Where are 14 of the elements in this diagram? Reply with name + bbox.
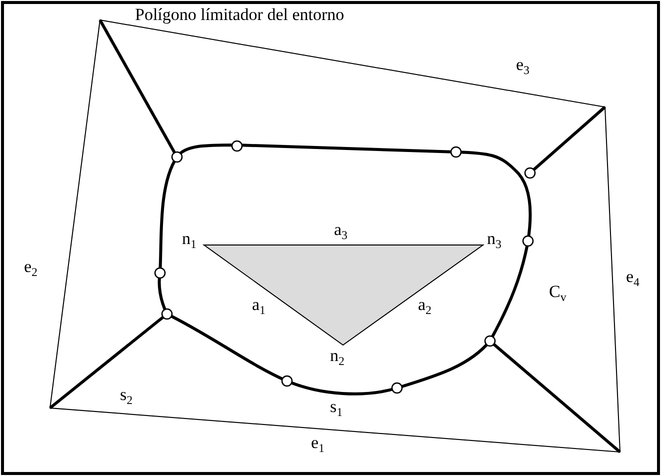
polygon-side-name: e$_{2}$ <box>24 258 38 280</box>
segment-label: s$_{2}$ <box>120 386 133 408</box>
vertex-label: n$_{2}$ <box>330 347 344 368</box>
segment-label: s$_{1}$ <box>330 398 343 420</box>
polygon-caption: Polígono límitador del entorno <box>135 6 344 23</box>
polygon-side-name: e$_{3}$ <box>516 56 530 78</box>
side-label: a$_{1}$ <box>252 296 266 318</box>
side-label: a$_{3}$ <box>334 221 348 242</box>
polygon-side-name: e$_{1}$ <box>311 434 324 456</box>
vertex-label: n$_{1}$ <box>182 230 196 252</box>
polygon-side-name: e$_{4}$ <box>626 268 640 290</box>
vertex-label: n$_{3}$ <box>487 230 502 252</box>
side-label: a$_{2}$ <box>418 296 432 318</box>
curve-label: C$_{v}$ <box>549 283 566 304</box>
